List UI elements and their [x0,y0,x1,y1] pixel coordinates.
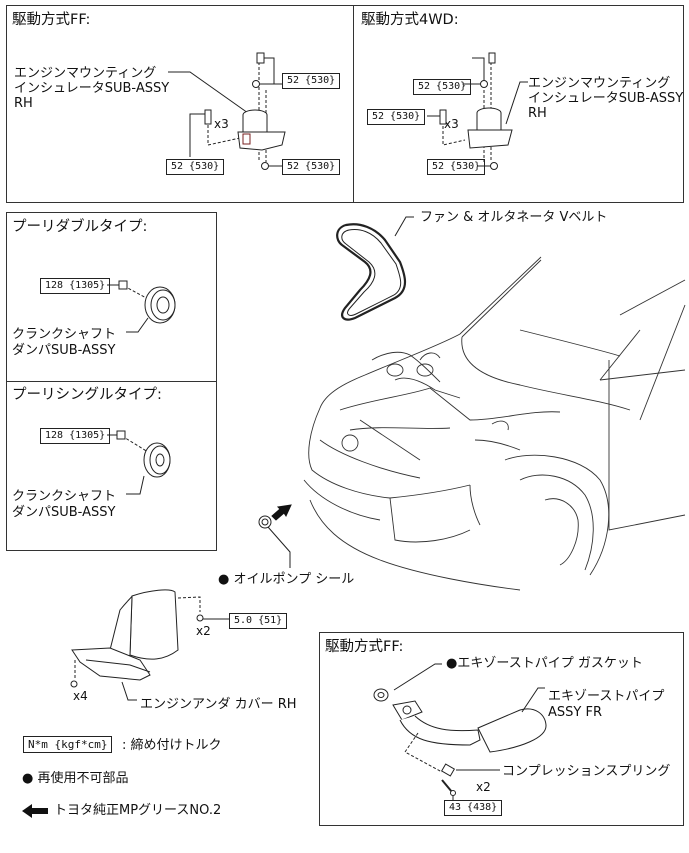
pipe-label: エキゾーストパイプ [548,689,665,704]
panel-title: 駆動方式4WD: [361,12,459,28]
pulley-double-illustration [107,280,176,333]
oil-seal-illustration [258,504,292,568]
torque-box: 52 {530} [166,159,225,175]
torque-box: 52 {530} [427,159,486,175]
part-label: クランクシャフト [12,327,117,342]
torque-box: 52 {530} [413,79,472,95]
part-label: ダンパSUB-ASSY [12,505,116,520]
part-label: クランクシャフト [12,489,117,504]
v-belt-illustration [336,216,414,321]
quantity-label: x3 [214,117,229,131]
panel-title: 駆動方式FF: [325,639,404,655]
part-label: インシュレータSUB-ASSY [14,81,170,96]
legend-torque-unit: N*m {kgf*cm} [23,736,113,753]
torque-box: 52 {530} [282,159,341,175]
car-illustration [303,256,686,591]
quantity-label: x3 [444,117,459,131]
under-cover-label: エンジンアンダ カバー RH [140,697,297,712]
belt-label: ファン & オルタネータ Vベルト [420,210,608,225]
legend-grease: トヨタ純正MPグリースNO.2 [54,803,222,818]
quantity-label: x4 [73,689,88,703]
torque-box: 43 {438} [444,800,503,816]
panel-title: プーリダブルタイプ: [12,219,148,235]
4wd-mount-illustration [427,52,528,170]
torque-box: 128 {1305} [40,428,111,444]
part-label: エンジンマウンティング [14,66,157,81]
exhaust-illustration [373,663,547,800]
panel-4wd-engine-mount [353,5,684,203]
panel-pulley-double [6,212,217,382]
pulley-single-illustration [107,430,171,495]
torque-box: 128 {1305} [40,278,111,294]
panel-pulley-single [6,381,217,551]
pipe-label: ASSY FR [548,705,602,720]
part-label: RH [528,106,547,121]
gasket-label: ●エキゾーストパイプ ガスケット [446,656,643,671]
part-label: ダンパSUB-ASSY [12,343,116,358]
panel-title: 駆動方式FF: [12,12,91,28]
ff-mount-illustration [168,52,286,170]
torque-box: 52 {530} [367,109,426,125]
torque-box: 52 {530} [282,73,341,89]
under-cover-illustration [70,589,229,701]
grease-arrow-icon [22,803,50,818]
part-label: RH [14,96,33,111]
legend-torque-desc: : 締め付けトルク [122,738,222,753]
quantity-label: x2 [476,780,491,794]
part-label: インシュレータSUB-ASSY [528,91,684,106]
part-label: エンジンマウンティング [528,76,671,91]
quantity-label: x2 [196,624,211,638]
oil-seal-label: ● オイルポンプ シール [218,572,355,587]
spring-label: コンプレッションスプリング [502,764,671,779]
torque-box: 5.0 {51} [229,613,288,629]
panel-title: プーリシングルタイプ: [12,387,162,403]
legend-non-reusable: ● 再使用不可部品 [22,771,129,786]
